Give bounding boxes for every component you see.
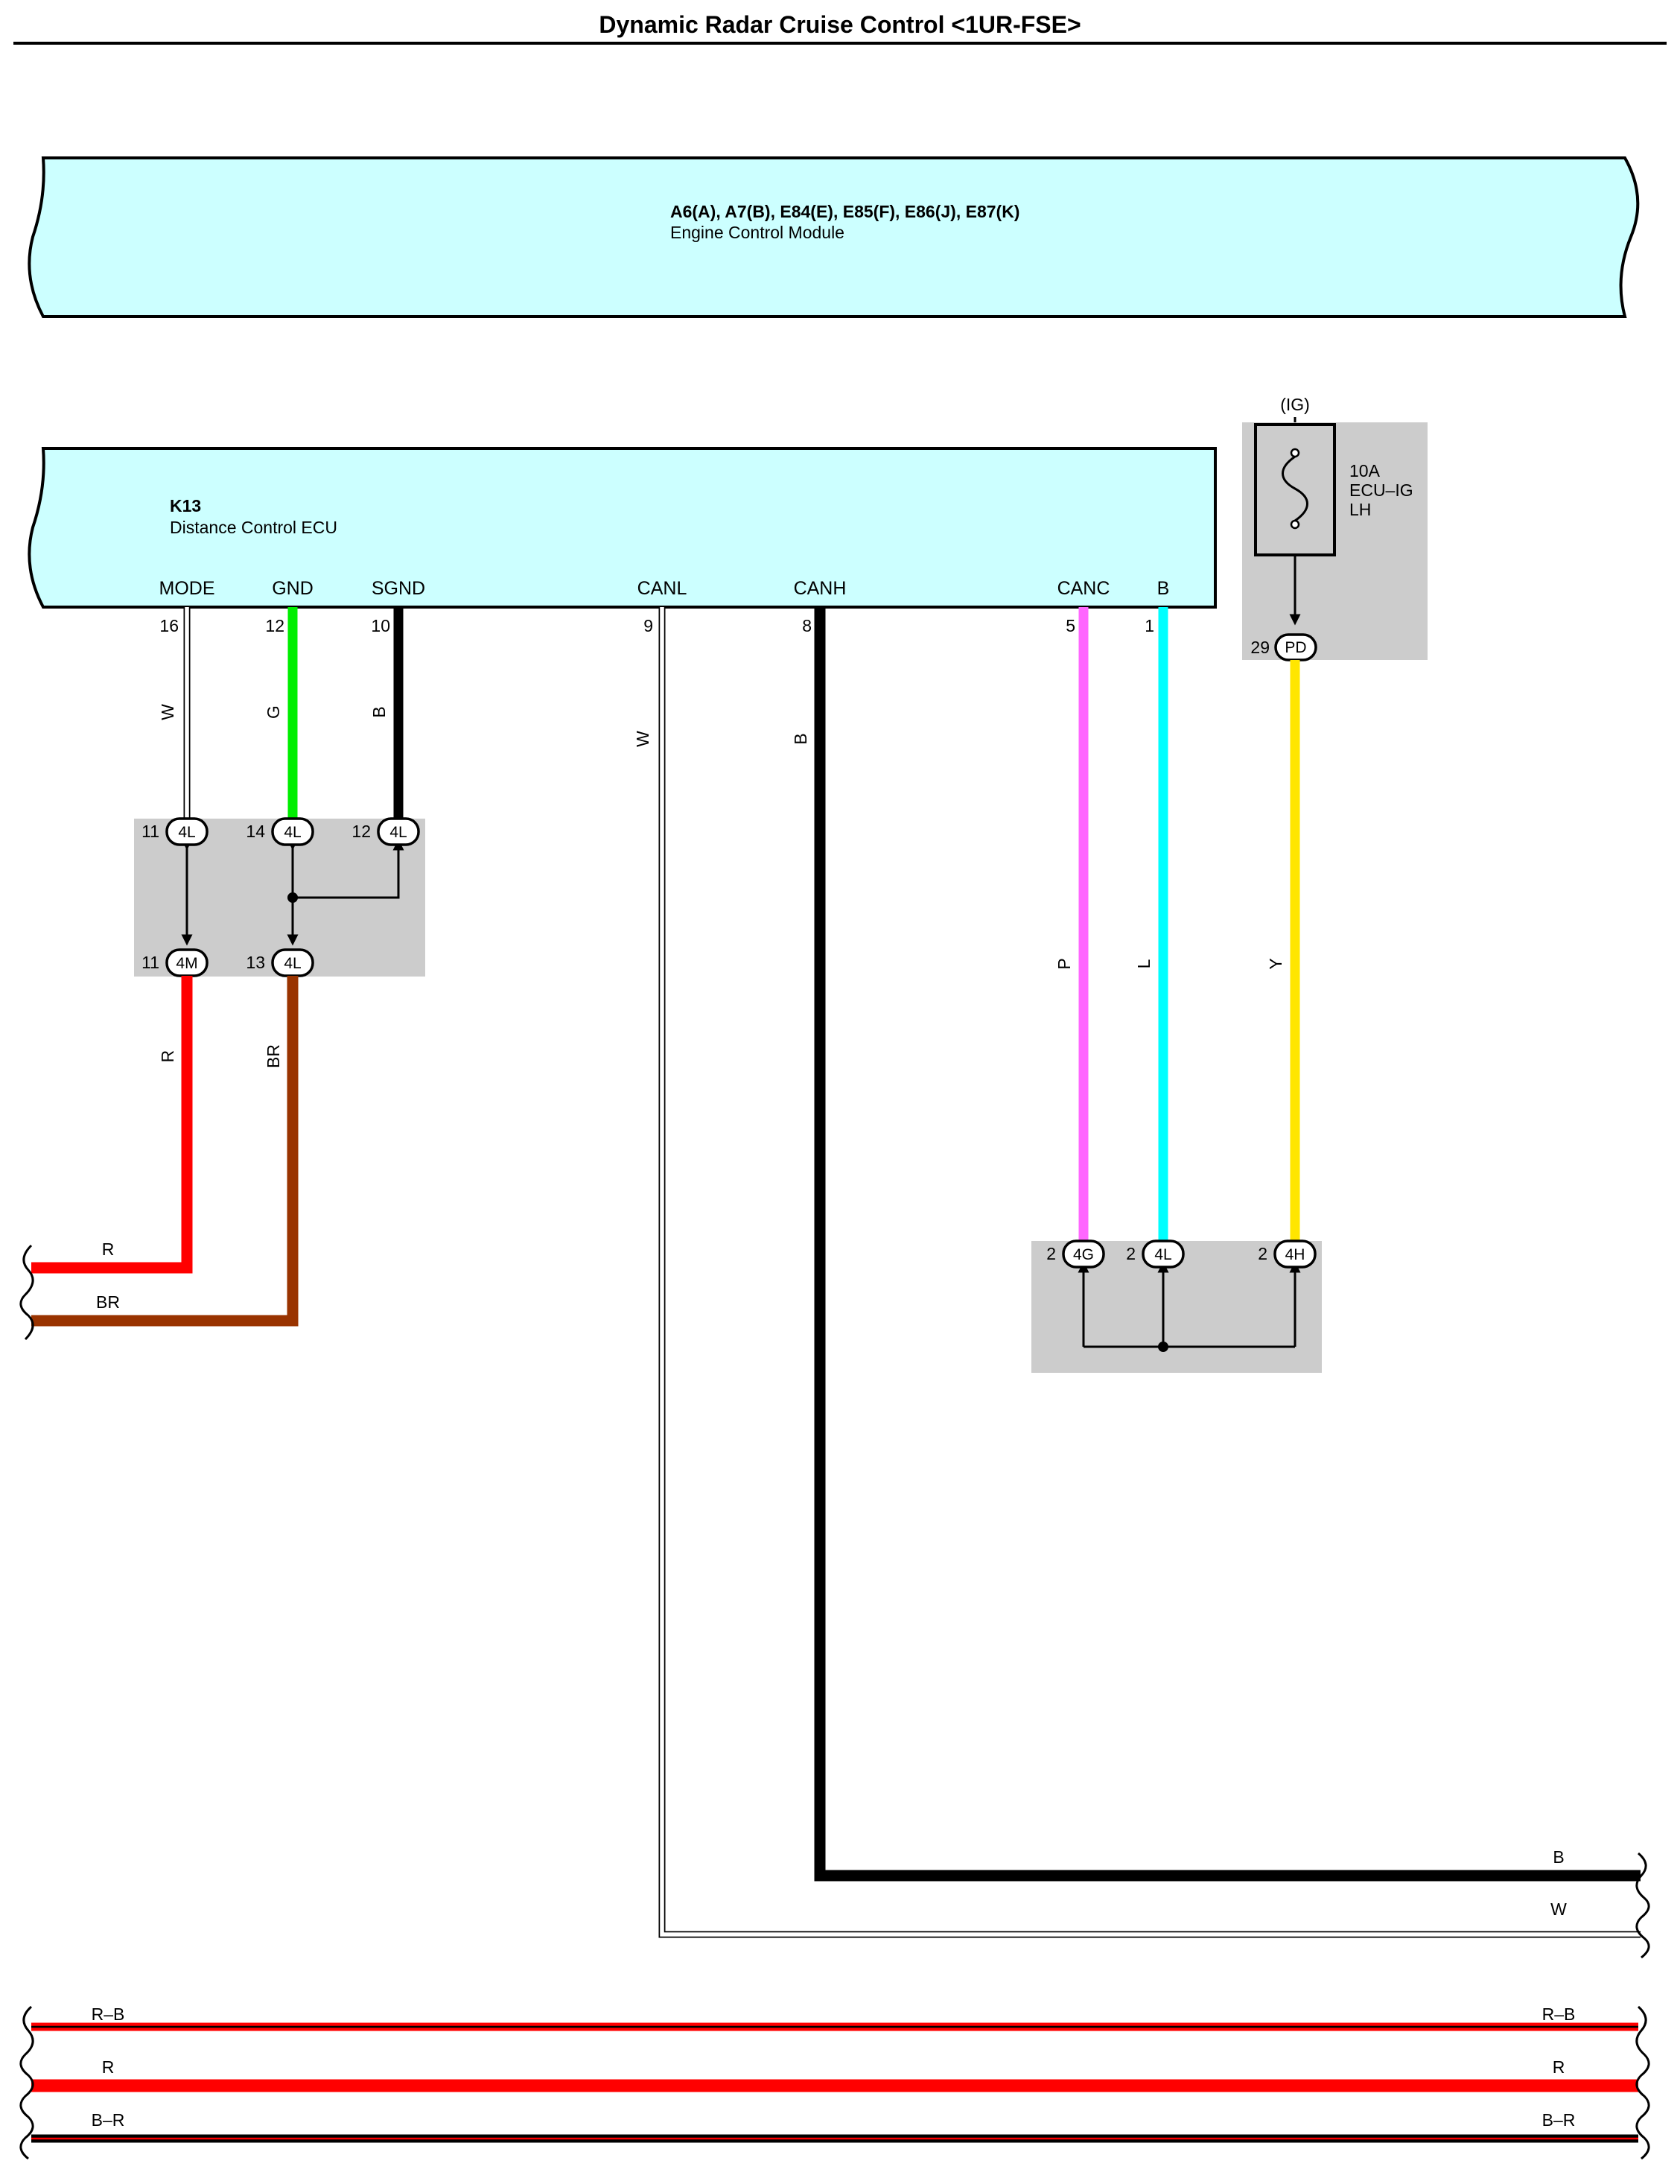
ecm-id: A6(A), A7(B), E84(E), E85(F), E86(J), E8… <box>670 202 1019 221</box>
pin-number-16: 16 <box>159 616 179 635</box>
wire-label-fuse: Y <box>1266 958 1285 969</box>
fuse-name-line2: LH <box>1349 500 1371 519</box>
svg-text:4M: 4M <box>176 955 197 972</box>
wire-label-gnd: G <box>264 705 283 719</box>
dce-id: K13 <box>170 496 201 515</box>
connector-4m-11: 4M 11 <box>141 948 209 977</box>
connector-4l-2: 4L 2 <box>1126 1239 1185 1269</box>
svg-text:4L: 4L <box>284 824 301 841</box>
pin-name-gnd: GND <box>272 578 314 599</box>
wire-label-r-vertical: R <box>158 1050 177 1063</box>
junction-left-internals: 4L 11 4L 14 4L 12 4M 11 4L 13 <box>141 817 420 977</box>
wire-label-canc: P <box>1054 958 1074 969</box>
distance-control-ecu: K13 Distance Control ECU MODE GND SGND C… <box>28 447 1217 609</box>
svg-text:4L: 4L <box>178 824 195 841</box>
svg-text:13: 13 <box>246 953 265 972</box>
svg-text:R–B: R–B <box>1542 2004 1576 2024</box>
svg-text:2: 2 <box>1126 1244 1136 1263</box>
svg-text:R: R <box>102 2057 115 2077</box>
wire-canh-b: B <box>791 607 1641 1882</box>
wire-r-out <box>31 976 193 1274</box>
wires-right-outputs: B W <box>1550 1847 1650 1959</box>
wires-ecu-to-junction-left: W G B <box>158 607 404 819</box>
pin-name-canh: CANH <box>794 578 847 599</box>
ecm-module: A6(A), A7(B), E84(E), E85(F), E86(J), E8… <box>28 156 1640 318</box>
svg-text:4H: 4H <box>1285 1246 1305 1263</box>
connector-4h-2: 4H 2 <box>1258 1239 1317 1269</box>
junction-right-internals: 4G 2 4L 2 4H 2 <box>1046 1239 1317 1352</box>
break-symbol-right <box>1635 1852 1650 1959</box>
connector-4l-13: 4L 13 <box>246 948 314 977</box>
pin-number-8: 8 <box>802 616 812 635</box>
output-label-br: BR <box>96 1292 120 1312</box>
break-symbol-bottom-left <box>19 2005 34 2160</box>
pin-name-b: B <box>1157 578 1170 599</box>
output-label-w: W <box>1550 1899 1567 1919</box>
svg-text:4L: 4L <box>284 955 301 972</box>
wire-label-canl: W <box>633 731 652 747</box>
wires-left-outputs: R BR R BR <box>19 976 299 1341</box>
break-symbol-left <box>19 1244 34 1341</box>
svg-text:R: R <box>1553 2057 1565 2077</box>
svg-text:4L: 4L <box>389 824 407 841</box>
pin-numbers: 16 12 10 9 8 5 1 <box>159 616 1154 635</box>
wire-label-sgnd: B <box>369 706 389 717</box>
connector-4l-14: 4L 14 <box>246 817 314 846</box>
output-label-r: R <box>102 1239 115 1259</box>
pin-number-5: 5 <box>1066 616 1075 635</box>
connector-4g-2: 4G 2 <box>1046 1239 1105 1269</box>
svg-text:4L: 4L <box>1154 1246 1171 1263</box>
bottom-buses: R–B R–B R R B–R B–R <box>19 2004 1650 2160</box>
fuse-pin-number: 29 <box>1250 638 1270 657</box>
pin-name-mode: MODE <box>159 578 215 599</box>
bus-b-r: B–R B–R <box>31 2110 1638 2143</box>
pin-name-canc: CANC <box>1057 578 1110 599</box>
wire-label-br-vertical: BR <box>264 1044 283 1068</box>
svg-text:4G: 4G <box>1073 1246 1094 1263</box>
wire-label-canh: B <box>791 733 810 744</box>
fuse-name-line1: ECU–IG <box>1349 480 1413 500</box>
dce-name: Distance Control ECU <box>170 518 337 537</box>
wire-label-mode: W <box>158 704 177 720</box>
pin-number-12: 12 <box>265 616 284 635</box>
break-symbol-bottom-right <box>1635 2005 1650 2160</box>
output-label-b: B <box>1553 1847 1564 1867</box>
fuse-connector: PD <box>1285 639 1306 656</box>
svg-text:R–B: R–B <box>92 2004 125 2024</box>
ecm-name: Engine Control Module <box>670 223 844 242</box>
pin-number-9: 9 <box>643 616 653 635</box>
connector-4l-11: 4L 11 <box>141 817 209 846</box>
svg-text:B–R: B–R <box>92 2110 125 2130</box>
bus-r: R R <box>31 2057 1638 2092</box>
svg-text:14: 14 <box>246 822 265 841</box>
connector-4l-12: 4L 12 <box>351 817 420 846</box>
svg-text:B–R: B–R <box>1542 2110 1576 2130</box>
wire-br-out <box>31 976 299 1327</box>
pin-number-1: 1 <box>1145 616 1154 635</box>
svg-text:11: 11 <box>141 953 159 972</box>
svg-text:2: 2 <box>1258 1244 1267 1263</box>
page-title: Dynamic Radar Cruise Control <1UR-FSE> <box>599 11 1081 38</box>
ig-supply-label: (IG) <box>1280 395 1310 414</box>
bus-r-b: R–B R–B <box>31 2004 1638 2031</box>
wire-label-b: L <box>1134 959 1154 968</box>
fuse-box: (IG) 10A ECU–IG LH 29 PD <box>1242 395 1428 661</box>
wire-canl-w: W <box>633 607 1641 1938</box>
svg-text:11: 11 <box>141 822 159 841</box>
pin-name-sgnd: SGND <box>372 578 425 599</box>
svg-text:2: 2 <box>1046 1244 1056 1263</box>
wires-to-junction-right: P L Y <box>1054 607 1300 1242</box>
pin-number-10: 10 <box>371 616 390 635</box>
fuse-rating: 10A <box>1349 461 1381 480</box>
pin-name-canl: CANL <box>637 578 687 599</box>
svg-text:12: 12 <box>351 822 371 841</box>
fuse-element <box>1282 455 1308 522</box>
